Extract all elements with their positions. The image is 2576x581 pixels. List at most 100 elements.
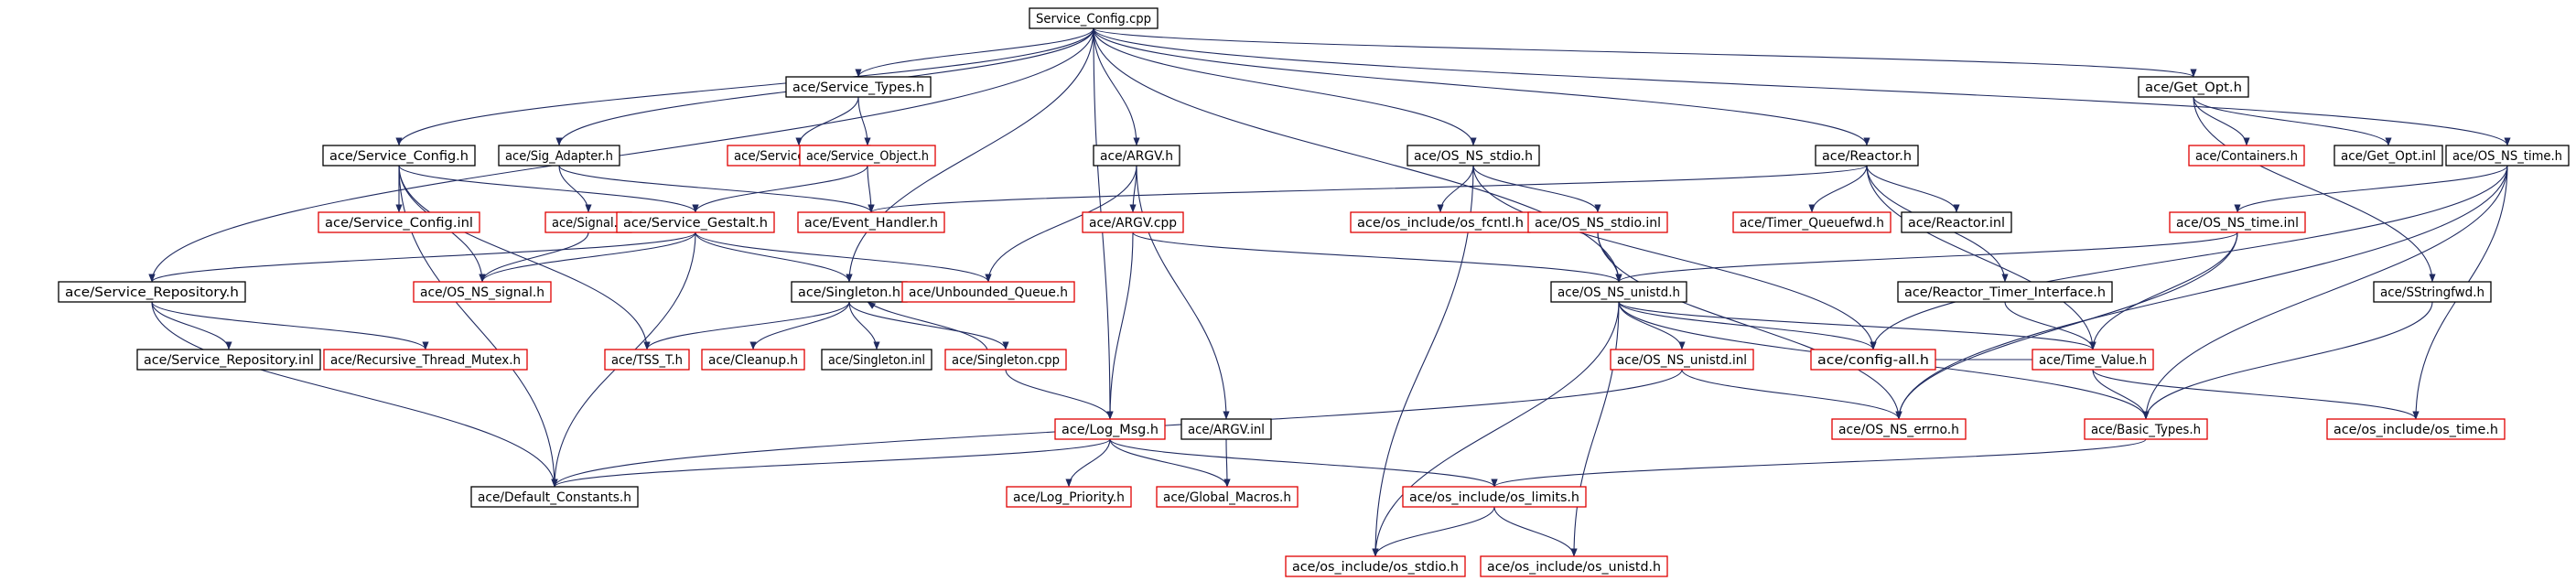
node-label: ace/Reactor_Timer_Interface.h	[1904, 285, 2106, 300]
node-os-include-os-limits-h[interactable]: ace/os_include/os_limits.h	[1402, 486, 1587, 508]
edge-time-value-h-to-os-include-os-time-h	[2092, 369, 2420, 420]
node-os-include-os-time-h[interactable]: ace/os_include/os_time.h	[2326, 418, 2506, 440]
node-reactor-timer-interface-h[interactable]: ace/Reactor_Timer_Interface.h	[1897, 281, 2113, 303]
node-service-config-h[interactable]: ace/Service_Config.h	[322, 145, 476, 167]
node-singleton-cpp[interactable]: ace/Singleton.cpp	[944, 349, 1067, 371]
node-box	[1029, 7, 1159, 29]
node-default-constants-h[interactable]: ace/Default_Constants.h	[470, 486, 639, 508]
node-time-value-h[interactable]: ace/Time_Value.h	[2032, 349, 2154, 371]
node-argv-cpp[interactable]: ace/ARGV.cpp	[1082, 211, 1184, 233]
edge-service-config-cpp-to-reactor-h	[1093, 27, 1870, 146]
node-label: ace/Sig_Adapter.h	[505, 149, 613, 164]
node-label: ace/Service_Gestalt.h	[623, 216, 768, 231]
edge-service-config-h-to-service-gestalt-h	[398, 165, 699, 213]
edge-singleton-cpp-to-log-msg-h	[1005, 369, 1114, 420]
node-cleanup-h[interactable]: ace/Cleanup.h	[701, 349, 805, 371]
edge-service-config-cpp-to-os-ns-time-h	[1093, 27, 2511, 146]
node-unbounded-queue-h[interactable]: ace/Unbounded_Queue.h	[901, 281, 1075, 303]
node-service-repository-inl[interactable]: ace/Service_Repository.inl	[136, 349, 321, 371]
node-os-include-os-fcntl-h[interactable]: ace/os_include/os_fcntl.h	[1350, 211, 1531, 233]
edge-reactor-h-to-time-value-h	[1866, 165, 2096, 350]
node-box	[413, 281, 552, 303]
node-log-priority-h[interactable]: ace/Log_Priority.h	[1006, 486, 1132, 508]
node-os-ns-stdio-inl[interactable]: ace/OS_NS_stdio.inl	[1527, 211, 1668, 233]
node-os-include-os-stdio-h[interactable]: ace/os_include/os_stdio.h	[1285, 555, 1466, 577]
node-service-types-h[interactable]: ace/Service_Types.h	[785, 76, 932, 98]
edge-os-ns-unistd-h-to-time-value-h	[1618, 301, 2096, 350]
node-label: ace/Basic_Types.h	[2091, 423, 2201, 437]
node-label: ace/TSS_T.h	[611, 353, 683, 368]
node-argv-inl[interactable]: ace/ARGV.inl	[1180, 418, 1272, 440]
node-signal-h[interactable]: ace/Signal.h	[544, 211, 632, 233]
node-box	[2138, 76, 2249, 98]
node-get-opt-inl[interactable]: ace/Get_Opt.inl	[2333, 145, 2443, 167]
node-os-ns-signal-h[interactable]: ace/OS_NS_signal.h	[413, 281, 552, 303]
node-label: ace/Unbounded_Queue.h	[909, 285, 1068, 300]
node-label: ace/OS_NS_time.h	[2452, 149, 2562, 164]
edge-get-opt-h-to-sstringfwd-h	[2193, 96, 2436, 283]
node-box	[821, 349, 932, 371]
edge-sig-adapter-h-to-event-handler-h	[558, 165, 875, 213]
node-os-ns-stdio-h[interactable]: ace/OS_NS_stdio.h	[1407, 145, 1540, 167]
node-reactor-h[interactable]: ace/Reactor.h	[1815, 145, 1919, 167]
edge-argv-h-to-argv-inl	[1136, 165, 1230, 420]
node-service-config-inl[interactable]: ace/Service_Config.inl	[318, 211, 480, 233]
node-recursive-thread-mutex-h[interactable]: ace/Recursive_Thread_Mutex.h	[323, 349, 528, 371]
node-service-repository-h[interactable]: ace/Service_Repository.h	[58, 281, 246, 303]
node-tss-t-h[interactable]: ace/TSS_T.h	[604, 349, 690, 371]
edge-service-object-h-to-service-gestalt-h	[692, 165, 868, 213]
node-config-all-h[interactable]: ace/config-all.h	[1810, 349, 1936, 371]
node-service-object-h[interactable]: ace/Service_Object.h	[799, 145, 936, 167]
node-sig-adapter-h[interactable]: ace/Sig_Adapter.h	[498, 145, 620, 167]
edge-sig-adapter-h-to-signal-h	[558, 165, 592, 213]
node-box	[1285, 555, 1466, 577]
node-timer-queuefwd-h[interactable]: ace/Timer_Queuefwd.h	[1732, 211, 1892, 233]
node-box	[1732, 211, 1892, 233]
node-label: ace/OS_NS_stdio.h	[1414, 149, 1533, 164]
node-label: ace/Service_Types.h	[792, 81, 924, 95]
node-service-gestalt-h[interactable]: ace/Service_Gestalt.h	[616, 211, 775, 233]
node-box	[1810, 349, 1936, 371]
node-os-include-os-unistd-h[interactable]: ace/os_include/os_unistd.h	[1480, 555, 1668, 577]
node-os-ns-errno-h[interactable]: ace/OS_NS_errno.h	[1831, 418, 1967, 440]
node-os-ns-time-inl[interactable]: ace/OS_NS_time.inl	[2169, 211, 2306, 233]
node-argv-h[interactable]: ace/ARGV.h	[1093, 145, 1180, 167]
node-label: ace/Default_Constants.h	[478, 490, 631, 505]
node-label: ace/Reactor.h	[1822, 149, 1912, 164]
node-singleton-h[interactable]: ace/Singleton.h	[791, 281, 908, 303]
node-sstringfwd-h[interactable]: ace/SStringfwd.h	[2373, 281, 2492, 303]
node-label: ace/os_include/os_time.h	[2333, 423, 2498, 437]
node-log-msg-h[interactable]: ace/Log_Msg.h	[1054, 418, 1166, 440]
node-label: ace/SStringfwd.h	[2380, 285, 2484, 300]
node-global-macros-h[interactable]: ace/Global_Macros.h	[1156, 486, 1299, 508]
node-label: ace/OS_NS_unistd.h	[1557, 285, 1680, 300]
node-box	[1407, 145, 1540, 167]
node-get-opt-h[interactable]: ace/Get_Opt.h	[2138, 76, 2249, 98]
node-reactor-inl[interactable]: ace/Reactor.inl	[1901, 211, 2012, 233]
node-label: ace/ARGV.inl	[1188, 423, 1265, 437]
edge-service-repository-h-to-default-constants-h	[151, 301, 558, 488]
edge-os-ns-time-h-to-os-ns-time-inl	[2234, 165, 2508, 213]
node-label: ace/Event_Handler.h	[804, 216, 938, 231]
node-os-ns-unistd-inl[interactable]: ace/OS_NS_unistd.inl	[1610, 349, 1754, 371]
node-os-ns-time-h[interactable]: ace/OS_NS_time.h	[2445, 145, 2570, 167]
edge-os-ns-unistd-h-to-os-include-os-unistd-h	[1570, 301, 1620, 557]
edge-os-ns-stdio-h-to-config-all-h	[1472, 165, 1877, 350]
node-box	[58, 281, 246, 303]
node-label: ace/Singleton.cpp	[952, 353, 1060, 368]
edge-os-ns-stdio-h-to-os-ns-stdio-inl	[1472, 165, 1601, 213]
edge-argv-cpp-to-log-msg-h	[1106, 231, 1134, 420]
node-box	[1901, 211, 2012, 233]
node-singleton-inl[interactable]: ace/Singleton.inl	[821, 349, 932, 371]
node-containers-h[interactable]: ace/Containers.h	[2188, 145, 2305, 167]
node-label: ace/OS_NS_signal.h	[420, 285, 544, 300]
node-label: ace/OS_NS_time.inl	[2176, 216, 2299, 231]
edge-service-gestalt-h-to-singleton-h	[695, 231, 853, 283]
edge-sstringfwd-h-to-basic-types-h	[2142, 301, 2433, 420]
node-box	[901, 281, 1075, 303]
node-event-handler-h[interactable]: ace/Event_Handler.h	[797, 211, 945, 233]
node-label: ace/Singleton.inl	[828, 353, 925, 368]
node-service-config-cpp[interactable]: Service_Config.cpp	[1029, 7, 1159, 29]
node-os-ns-unistd-h[interactable]: ace/OS_NS_unistd.h	[1550, 281, 1687, 303]
node-basic-types-h[interactable]: ace/Basic_Types.h	[2084, 418, 2208, 440]
